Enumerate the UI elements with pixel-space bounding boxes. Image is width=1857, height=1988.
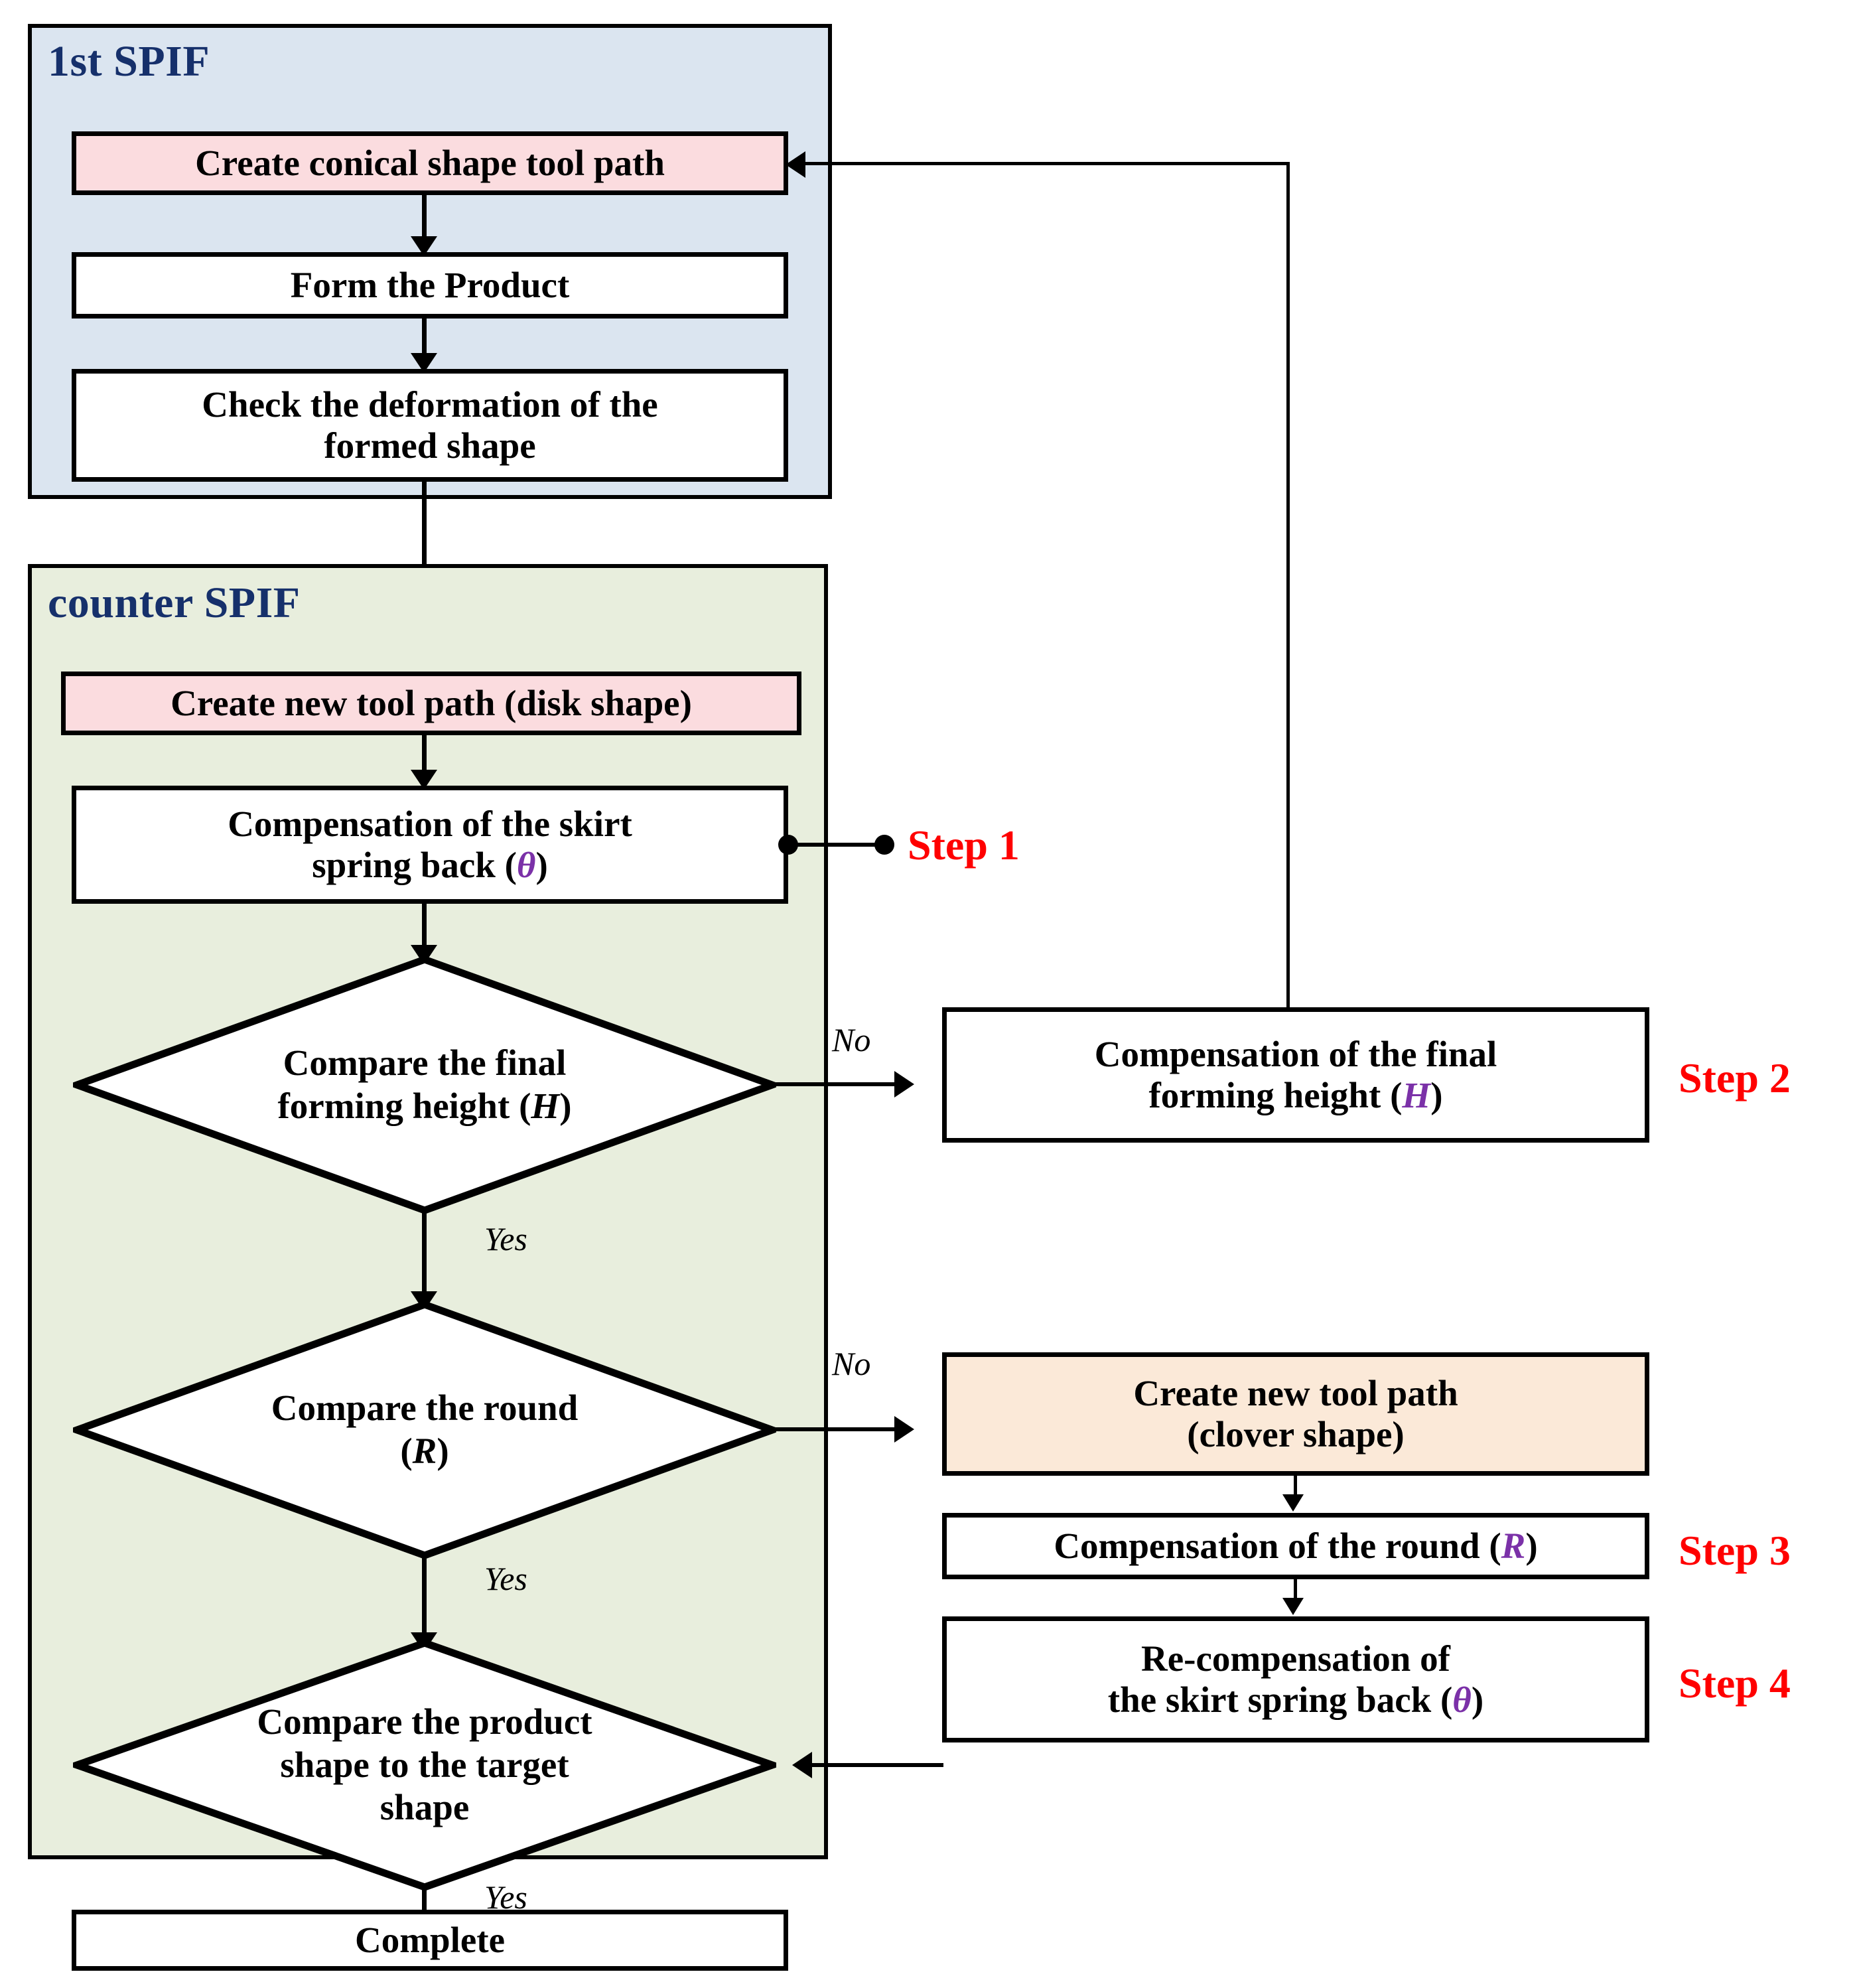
node-create-conical-shape-tool-path[interactable]: Create conical shape tool path: [72, 131, 788, 195]
step1-end-dot: [874, 835, 894, 855]
arrowhead-height-no: [894, 1071, 914, 1098]
arrowhead-feedback-to-conical: [786, 151, 805, 178]
edge-label-no-height: No: [832, 1021, 871, 1058]
edge-label-yes-shape: Yes: [484, 1879, 527, 1916]
node-create-new-tool-path-clover-shape[interactable]: Create new tool path (clover shape): [942, 1352, 1649, 1476]
node-compensate-round-text: Compensation of the round (R): [1054, 1526, 1538, 1567]
connector-form-to-check: [422, 319, 427, 358]
arrowhead-round-no: [894, 1416, 914, 1443]
node-create-new-tool-path-disk-shape[interactable]: Create new tool path (disk shape): [61, 672, 801, 735]
step1-leader-line: [788, 843, 886, 847]
connector-disk-to-skirt: [422, 735, 427, 775]
connector-height-yes: [422, 1210, 427, 1297]
connector-round-yes: [422, 1555, 427, 1638]
group-counter-spif-title: counter SPIF: [48, 579, 301, 627]
feedback-horizontal-line: [797, 162, 1290, 165]
connector-skirt-to-compare-height: [422, 904, 427, 950]
connector-round-no: [772, 1427, 898, 1431]
connector-conical-to-form: [422, 195, 427, 242]
arrowhead-clover-to-compensate-round: [1282, 1494, 1304, 1512]
edge-label-no-round: No: [832, 1345, 871, 1382]
step-label-2: Step 2: [1679, 1054, 1791, 1101]
decision-compare-round[interactable]: Compare the round (R): [73, 1301, 776, 1559]
step-label-4: Step 4: [1679, 1660, 1791, 1707]
node-form-the-product[interactable]: Form the Product: [72, 252, 788, 319]
connector-clover-to-compensate-round: [1294, 1476, 1297, 1502]
variable-theta: θ: [516, 845, 536, 885]
node-complete[interactable]: Complete: [72, 1910, 788, 1971]
node-compensation-of-the-round[interactable]: Compensation of the round (R): [942, 1513, 1649, 1579]
variable-theta: θ: [1452, 1679, 1472, 1720]
node-compensate-skirt-line2: spring back (θ): [312, 845, 548, 885]
node-recompensate-line1: Re-compensation of: [1141, 1638, 1450, 1679]
node-recompensate-line2: the skirt spring back (θ): [1107, 1679, 1484, 1720]
connector-round-to-recompensate: [1294, 1579, 1297, 1606]
node-compensate-height-line1: Compensation of the final: [1094, 1034, 1497, 1075]
edge-label-yes-height: Yes: [484, 1220, 527, 1257]
node-create-clover-line2: (clover shape): [1187, 1414, 1405, 1455]
step-label-3: Step 3: [1679, 1527, 1791, 1574]
feedback-vertical-line: [1286, 162, 1290, 1010]
node-compensation-final-forming-height[interactable]: Compensation of the final forming height…: [942, 1007, 1649, 1143]
node-compensate-skirt-line1: Compensation of the skirt: [228, 804, 632, 845]
decision-compare-final-forming-height[interactable]: Compare the final forming height (H): [73, 956, 776, 1214]
step-label-1: Step 1: [908, 821, 1020, 869]
group-1st-spif-title: 1st SPIF: [48, 37, 210, 86]
node-compensation-skirt-spring-back[interactable]: Compensation of the skirt spring back (θ…: [72, 786, 788, 904]
node-check-deformation-line1: Check the deformation of the: [202, 384, 658, 425]
node-recompensation-skirt-spring-back[interactable]: Re-compensation of the skirt spring back…: [942, 1616, 1649, 1742]
arrowhead-step4-to-compare-shape: [792, 1752, 812, 1778]
node-check-deformation[interactable]: Check the deformation of the formed shap…: [72, 369, 788, 482]
variable-R: R: [1501, 1526, 1526, 1567]
node-check-deformation-line2: formed shape: [324, 425, 536, 466]
node-create-clover-line1: Create new tool path: [1133, 1373, 1458, 1414]
node-compensate-height-line2: forming height (H): [1148, 1075, 1443, 1115]
decision-compare-product-shape[interactable]: Compare the product shape to the target …: [73, 1639, 776, 1891]
connector-step4-to-compare-shape: [811, 1763, 943, 1767]
variable-H: H: [1402, 1075, 1431, 1115]
arrowhead-round-to-recompensate: [1282, 1598, 1304, 1615]
connector-height-no: [772, 1082, 898, 1086]
edge-label-yes-round: Yes: [484, 1560, 527, 1597]
